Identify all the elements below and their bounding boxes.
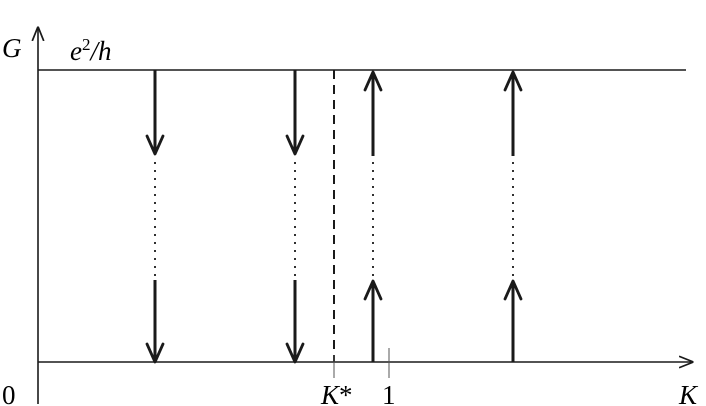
origin-label: 0 bbox=[2, 380, 16, 406]
tick-one-label: 1 bbox=[382, 380, 396, 406]
flow-arrow-2-lower-head bbox=[285, 342, 305, 364]
flow-arrow-4-upper-head bbox=[503, 70, 523, 92]
flow-arrows bbox=[145, 70, 523, 364]
y-axis-label: G bbox=[2, 33, 22, 63]
k-star-label: K* bbox=[320, 380, 353, 406]
x-axis-label: K bbox=[678, 380, 699, 406]
flow-arrow-1-upper-head bbox=[145, 134, 165, 156]
plateau-label: e2/h bbox=[70, 35, 112, 66]
flow-arrow-4-lower-head bbox=[503, 279, 523, 301]
flow-arrow-3-lower-head bbox=[363, 279, 383, 301]
flow-arrow-3-upper-head bbox=[363, 70, 383, 92]
flow-arrow-1-lower-head bbox=[145, 342, 165, 364]
flow-arrow-2-upper-head bbox=[285, 134, 305, 156]
